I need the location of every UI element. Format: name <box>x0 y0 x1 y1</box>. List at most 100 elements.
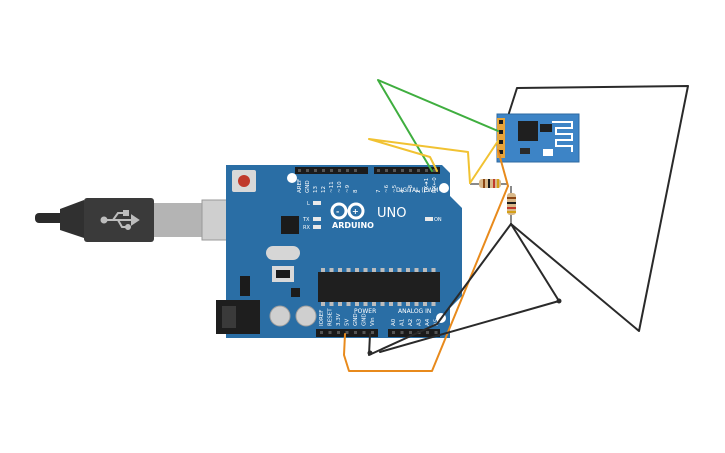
chip-leg <box>329 268 334 272</box>
header-pin[interactable] <box>338 169 341 172</box>
wire-yellow-2[interactable] <box>469 140 499 184</box>
header-pin[interactable] <box>306 169 309 172</box>
wire-orange-1[interactable] <box>343 185 509 372</box>
chip-leg <box>363 268 368 272</box>
chip-leg <box>321 302 325 306</box>
led-tx <box>313 217 321 221</box>
resistor-horizontal[interactable] <box>470 179 508 188</box>
usb-cable-strain <box>35 213 65 223</box>
chip-leg <box>406 268 410 272</box>
pin-label: A1 <box>400 319 406 326</box>
header-pin[interactable] <box>434 331 438 334</box>
wire-green[interactable] <box>377 79 499 172</box>
chip-leg <box>389 302 393 306</box>
logo-minus: - <box>336 207 339 216</box>
reset-button-cap <box>238 175 250 187</box>
header-pin[interactable] <box>392 331 395 334</box>
voltage-regulator <box>276 270 290 278</box>
chip-leg <box>389 268 393 272</box>
pin-label: ~6 <box>384 184 390 193</box>
header-pin[interactable] <box>322 169 325 172</box>
header-pin[interactable] <box>400 331 404 334</box>
led-l-label: L <box>307 201 310 207</box>
header-pin[interactable] <box>362 331 366 334</box>
header-pin[interactable] <box>426 331 429 334</box>
header-pin[interactable] <box>354 169 357 172</box>
pin-label: GND <box>362 313 368 326</box>
header-pin[interactable] <box>345 331 349 334</box>
header-pin[interactable] <box>330 169 333 172</box>
digital-header-label: DIGITAL (PWM~) <box>396 187 446 194</box>
led-rx <box>313 225 321 229</box>
chip-leg <box>397 268 402 272</box>
header-pin[interactable] <box>425 169 428 172</box>
analog-header <box>388 329 440 337</box>
pin-label: A4 <box>425 318 431 326</box>
usb-cable-boot <box>60 200 84 238</box>
chip-leg <box>423 268 427 272</box>
header-pin[interactable] <box>328 331 332 334</box>
capacitor <box>269 305 291 327</box>
header-pin[interactable] <box>417 169 420 172</box>
led-l <box>313 201 321 205</box>
header-pin[interactable] <box>377 169 380 172</box>
usb-cable[interactable] <box>35 198 241 242</box>
header-pin[interactable] <box>401 169 404 172</box>
esp-antenna <box>552 121 573 152</box>
pin-label: 2 <box>416 190 422 194</box>
pin-label: AREF <box>297 179 303 193</box>
chip-leg <box>414 302 419 306</box>
led-tx-label: TX <box>302 217 310 223</box>
pin-label: GND <box>305 180 311 193</box>
chip-leg <box>363 302 368 306</box>
logo-plus: + <box>352 207 359 216</box>
wire-orange-2[interactable] <box>497 149 509 187</box>
pin-label: 13 <box>313 186 319 193</box>
header-pin[interactable] <box>433 169 436 172</box>
wire-junction <box>556 298 562 304</box>
pin-label: RX←0 <box>432 177 438 193</box>
pin-label: 7 <box>376 189 382 193</box>
chip-leg <box>372 302 376 306</box>
crystal-oscillator <box>266 246 300 260</box>
header-pin[interactable] <box>385 169 388 172</box>
esp8266-wifi-module[interactable] <box>496 113 580 163</box>
header-pin[interactable] <box>337 331 340 334</box>
wire-yellow-1[interactable] <box>368 138 471 184</box>
header-pin[interactable] <box>314 169 317 172</box>
power-header-label: POWER <box>354 308 376 315</box>
wire-black-3[interactable] <box>508 85 689 332</box>
header-pin[interactable] <box>409 169 412 172</box>
pin-label: ~9 <box>345 184 351 193</box>
header-pin[interactable] <box>371 331 374 334</box>
chip-leg <box>346 268 351 272</box>
led-rx-label: RX <box>303 225 310 231</box>
pin-label: ~5 <box>392 184 398 193</box>
pin-label: 8 <box>353 189 359 193</box>
esp-pins <box>497 118 505 158</box>
usb-connector-metal <box>154 203 202 237</box>
analog-header-label: ANALOG IN <box>398 308 431 315</box>
pin-label: Vin <box>370 317 376 326</box>
chip-leg <box>423 302 427 306</box>
pin-label: A2 <box>408 319 414 326</box>
header-pin[interactable] <box>409 331 412 334</box>
wire-black-1[interactable] <box>368 223 512 356</box>
header-pin[interactable] <box>346 169 349 172</box>
resistor-vertical[interactable] <box>507 186 516 224</box>
led-on-label: ON <box>434 217 442 223</box>
pin-label: 4 <box>400 189 406 193</box>
header-pin[interactable] <box>320 331 323 334</box>
chip-leg <box>372 268 376 272</box>
header-pin[interactable] <box>393 169 396 172</box>
header-pin[interactable] <box>354 331 357 334</box>
digital-header-right <box>374 167 440 174</box>
chip-leg <box>431 268 436 272</box>
header-pin[interactable] <box>298 169 301 172</box>
dc-power-jack-hole <box>222 306 236 328</box>
pin-label: 12 <box>321 186 327 193</box>
